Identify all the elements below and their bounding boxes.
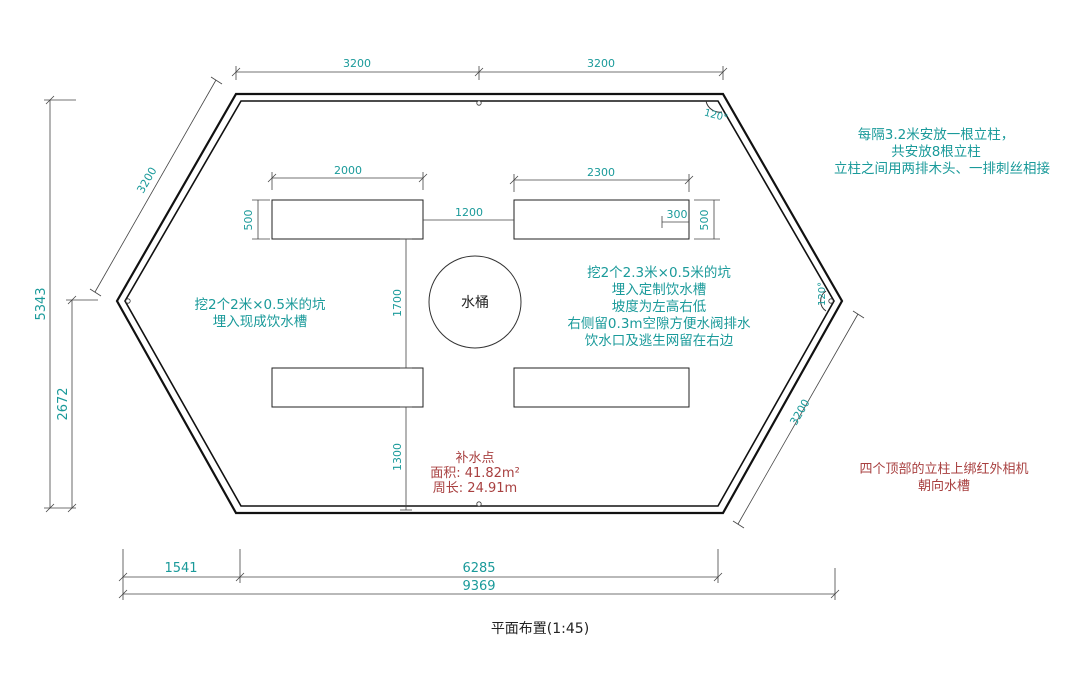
top-angle-label: 120° <box>703 108 729 125</box>
camera-note-line-1: 四个顶部的立柱上绑红外相机 <box>859 461 1028 477</box>
trough-dimensions: 2000 2300 500 500 1200 300 1700 1300 <box>242 164 720 511</box>
bottom-total-width-label: 9369 <box>462 579 495 594</box>
right-clearance-label: 300 <box>667 208 688 221</box>
trough-left-height-label: 500 <box>242 210 255 231</box>
trough-right-width-label: 2300 <box>587 166 615 179</box>
left-dimensions: 5343 2672 <box>34 95 98 513</box>
enclosure-inner-wall <box>124 100 835 507</box>
top-left-dimension: 3200 <box>343 57 371 70</box>
top-right-angle-arc <box>705 100 723 113</box>
vertical-gap-middle-label: 1700 <box>391 289 404 317</box>
water-bucket <box>428 255 522 349</box>
drawing-caption: 平面布置(1:45) <box>491 621 589 637</box>
water-point-title: 补水点 <box>455 451 494 466</box>
water-point-perimeter: 周长: 24.91m <box>433 481 517 496</box>
water-point-area: 面积: 41.82m² <box>430 466 520 481</box>
trough-bottom-left <box>271 367 424 408</box>
left-total-height-label: 5343 <box>34 287 49 320</box>
post-marker-bottom <box>476 501 482 507</box>
right-trough-note-line-2: 埋入定制饮水槽 <box>612 282 707 298</box>
post-note-line-2: 共安放8根立柱 <box>891 144 981 160</box>
enclosure-outer-wall <box>115 92 844 515</box>
top-right-dimension: 3200 <box>587 57 615 70</box>
trough-right-height-label: 500 <box>698 210 711 231</box>
water-bucket-label: 水桶 <box>461 295 489 311</box>
right-angle-arc <box>820 290 827 312</box>
right-trough-note-line-4: 右侧留0.3m空隙方便水阀排水 <box>567 316 751 332</box>
post-marker-left <box>125 298 131 304</box>
trough-top-left <box>271 199 424 240</box>
trough-bottom-right <box>513 367 690 408</box>
upper-left-diagonal-dimension: 3200 <box>89 76 223 297</box>
right-trough-note-line-5: 饮水口及逃生网留在右边 <box>585 333 734 349</box>
trough-top-right <box>513 199 690 240</box>
trough-left-width-label: 2000 <box>334 164 362 177</box>
left-trough-note-line-2: 埋入现成饮水槽 <box>213 314 308 330</box>
trough-gap-label: 1200 <box>455 206 483 219</box>
camera-note-line-2: 朝向水槽 <box>918 478 970 494</box>
top-dimension: 3200 3200 <box>231 57 728 80</box>
post-marker-top <box>476 100 482 106</box>
post-marker-right <box>828 298 834 304</box>
right-trough-note-line-3: 坡度为左高右低 <box>612 298 707 315</box>
lower-right-diagonal-dimension: 3200 <box>732 310 865 529</box>
vertical-gap-bottom-label: 1300 <box>391 443 404 471</box>
upper-left-diagonal-label: 3200 <box>134 165 159 196</box>
right-trough-note-line-1: 挖2个2.3米×0.5米的坑 <box>587 265 731 281</box>
left-lower-height-label: 2672 <box>56 387 71 420</box>
bottom-left-segment-label: 1541 <box>164 561 197 576</box>
left-trough-note-line-1: 挖2个2米×0.5米的坑 <box>195 297 326 313</box>
right-angle-label: 120° <box>817 282 828 306</box>
post-note-line-1: 每隔3.2米安放一根立柱， <box>858 127 1014 143</box>
bottom-middle-segment-label: 6285 <box>462 561 495 576</box>
bottom-dimensions: 1541 6285 9369 <box>118 549 840 600</box>
lower-right-diagonal-label: 3200 <box>787 397 812 428</box>
post-note-line-3: 立柱之间用两排木头、一排刺丝相接 <box>834 160 1050 177</box>
